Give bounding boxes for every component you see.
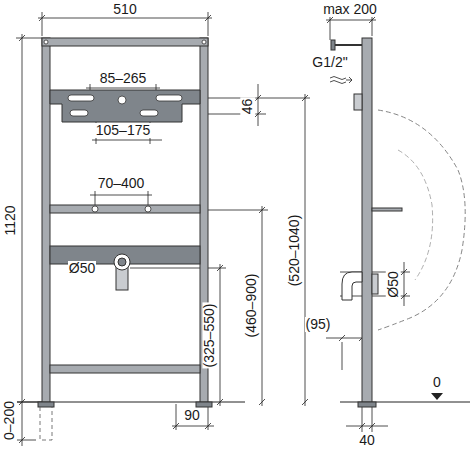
dimension-value: max 200 xyxy=(322,2,378,17)
height-dimension: 1120 xyxy=(3,204,18,236)
dimension-value: 90 xyxy=(183,408,201,423)
diameter-label: Ø50 xyxy=(68,261,96,276)
dimension-value: 85–265 xyxy=(99,71,148,86)
dimension-value: 46 xyxy=(240,97,255,115)
floor-level-mark: 0 xyxy=(432,375,442,390)
width-dimension: 510 xyxy=(112,2,137,17)
dimension-value: (95) xyxy=(305,317,332,332)
thread-label: G1/2" xyxy=(311,55,348,70)
dimension-value: (460–900) xyxy=(244,272,259,338)
dimension-value: 105–175 xyxy=(95,123,152,138)
adjustment-dimension: 0–200 xyxy=(2,400,17,441)
diameter-label: Ø50 xyxy=(386,270,401,298)
dimension-value: 70–400 xyxy=(97,176,146,191)
dimension-value: (325–550) xyxy=(202,302,217,368)
dimension-value: (520–1040) xyxy=(288,213,303,287)
dimension-value: 40 xyxy=(358,433,376,448)
